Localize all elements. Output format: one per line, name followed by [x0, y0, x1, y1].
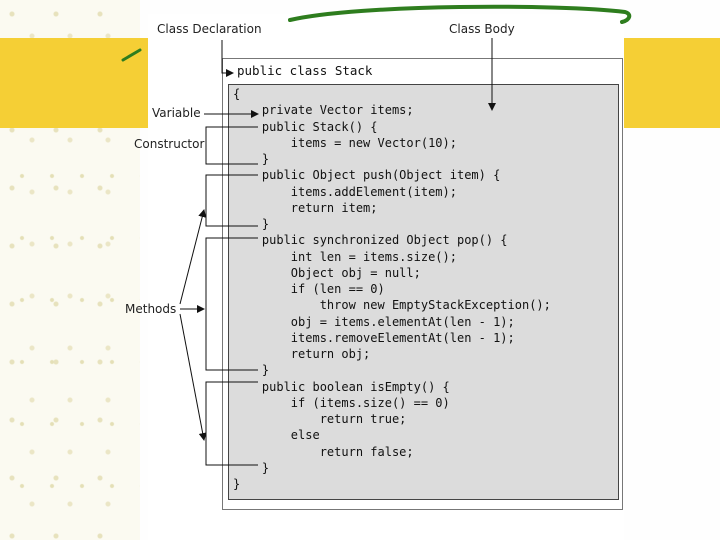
code-line: return obj; [233, 347, 371, 361]
code-line: } [233, 477, 241, 491]
code-line: return true; [233, 412, 407, 426]
method-pop-bracket [205, 237, 258, 371]
code-line: int len = items.size(); [233, 249, 457, 264]
code-line: return false; [233, 444, 414, 459]
code-line: } [233, 217, 270, 231]
code-listing: { private Vector items; public Stack() {… [233, 86, 551, 492]
code-line: { [233, 87, 241, 101]
code-line: Object obj = null; [233, 265, 421, 280]
method-isempty-bracket [205, 381, 258, 466]
class-body-box [228, 84, 619, 500]
code-line: items.addElement(item); [233, 184, 457, 199]
code-line: public synchronized Object pop() { [233, 233, 508, 248]
code-line: } [233, 460, 270, 475]
variable-label: Variable [152, 106, 201, 120]
code-line: else [233, 428, 320, 443]
class-declaration-arrow [221, 40, 234, 77]
code-line: public Object push(Object item) { [233, 168, 501, 183]
code-line: if (len == 0) [233, 282, 385, 296]
code-line: items.removeElementAt(len - 1); [233, 330, 515, 345]
methods-arrow-push [179, 209, 207, 305]
constructor-bracket [205, 126, 258, 165]
code-line: } [233, 152, 270, 166]
code-line: return item; [233, 200, 378, 215]
green-swoosh-left [121, 48, 142, 62]
code-line: public Stack() { [233, 119, 378, 134]
code-line: if (items.size() == 0) [233, 395, 450, 410]
class-declaration-code: public class Stack [237, 63, 373, 78]
green-swoosh [288, 4, 632, 24]
code-line: } [233, 363, 270, 378]
constructor-label: Constructor [134, 137, 205, 151]
class-declaration-label: Class Declaration [157, 22, 262, 36]
methods-label: Methods [125, 302, 177, 316]
code-line: obj = items.elementAt(len - 1); [233, 314, 515, 329]
class-body-label: Class Body [449, 22, 515, 36]
code-line: items = new Vector(10); [233, 135, 457, 150]
code-line: public boolean isEmpty() { [233, 379, 450, 394]
methods-arrow-isempty [179, 313, 207, 441]
code-line: private Vector items; [233, 103, 414, 118]
method-push-bracket [205, 174, 258, 227]
code-line: throw new EmptyStackException(); [233, 298, 551, 313]
